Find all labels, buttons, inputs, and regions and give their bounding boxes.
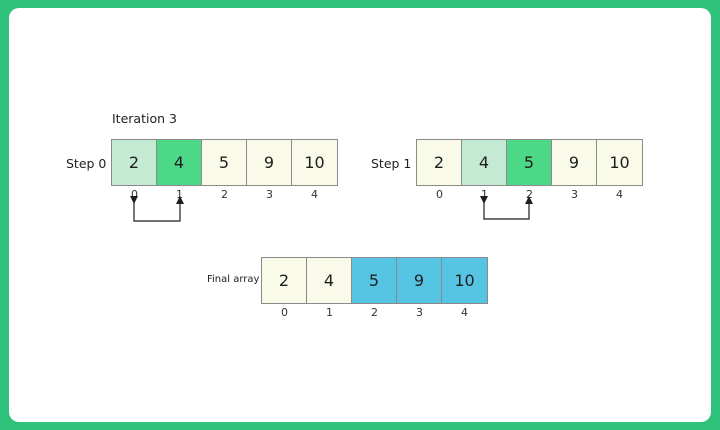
step1-index-1: 1 bbox=[481, 188, 488, 201]
final-cell-1: 4 bbox=[307, 258, 352, 303]
final-cell-4: 10 bbox=[442, 258, 487, 303]
step1-index-3: 3 bbox=[571, 188, 578, 201]
final-array: 2 4 5 9 10 bbox=[261, 257, 488, 304]
step1-index-0: 0 bbox=[436, 188, 443, 201]
final-array-label: Final array bbox=[207, 274, 260, 285]
step1-indices: 0 1 2 3 4 bbox=[417, 188, 642, 201]
final-indices: 0 1 2 3 4 bbox=[262, 306, 487, 319]
step0-cell-2: 5 bbox=[202, 140, 247, 185]
step1-index-4: 4 bbox=[616, 188, 623, 201]
step1-cell-2: 5 bbox=[507, 140, 552, 185]
step0-cell-4: 10 bbox=[304, 153, 325, 172]
step0-index-0: 0 bbox=[131, 188, 138, 201]
step1-swap-arrow bbox=[480, 196, 533, 220]
step0-index-1: 1 bbox=[176, 188, 183, 201]
step0-index-3: 3 bbox=[266, 188, 273, 201]
step1-cell-3: 9 bbox=[552, 140, 597, 185]
final-index-1: 1 bbox=[326, 306, 333, 319]
iteration-title: Iteration 3 bbox=[112, 111, 177, 126]
final-cell-3: 9 bbox=[397, 258, 442, 303]
step1-cell-1: 4 bbox=[462, 140, 507, 185]
step0-swap-arrow bbox=[130, 196, 184, 222]
step0-cell-3: 9 bbox=[247, 140, 292, 185]
step0-cell-1: 4 bbox=[157, 140, 202, 185]
final-index-2: 2 bbox=[371, 306, 378, 319]
diagram-card: Iteration 3 Step 0 2 4 5 9 10 0 1 2 3 4 … bbox=[9, 8, 711, 422]
step1-array: 2 4 5 9 10 bbox=[416, 139, 643, 186]
step0-indices: 0 1 2 3 4 bbox=[112, 188, 337, 201]
final-index-0: 0 bbox=[281, 306, 288, 319]
final-index-3: 3 bbox=[416, 306, 423, 319]
step0-index-2: 2 bbox=[221, 188, 228, 201]
step1-label: Step 1 bbox=[371, 156, 412, 171]
step0-label: Step 0 bbox=[66, 156, 107, 171]
step1-cell-4: 10 bbox=[609, 153, 630, 172]
step0-index-4: 4 bbox=[311, 188, 318, 201]
step1-cell-0: 2 bbox=[417, 140, 462, 185]
final-cell-2: 5 bbox=[352, 258, 397, 303]
step0-array: 2 4 5 9 10 bbox=[111, 139, 338, 186]
final-cell-0: 2 bbox=[262, 258, 307, 303]
final-index-4: 4 bbox=[461, 306, 468, 319]
step1-index-2: 2 bbox=[526, 188, 533, 201]
step0-cell-0: 2 bbox=[112, 140, 157, 185]
swap-arrows bbox=[130, 196, 533, 222]
